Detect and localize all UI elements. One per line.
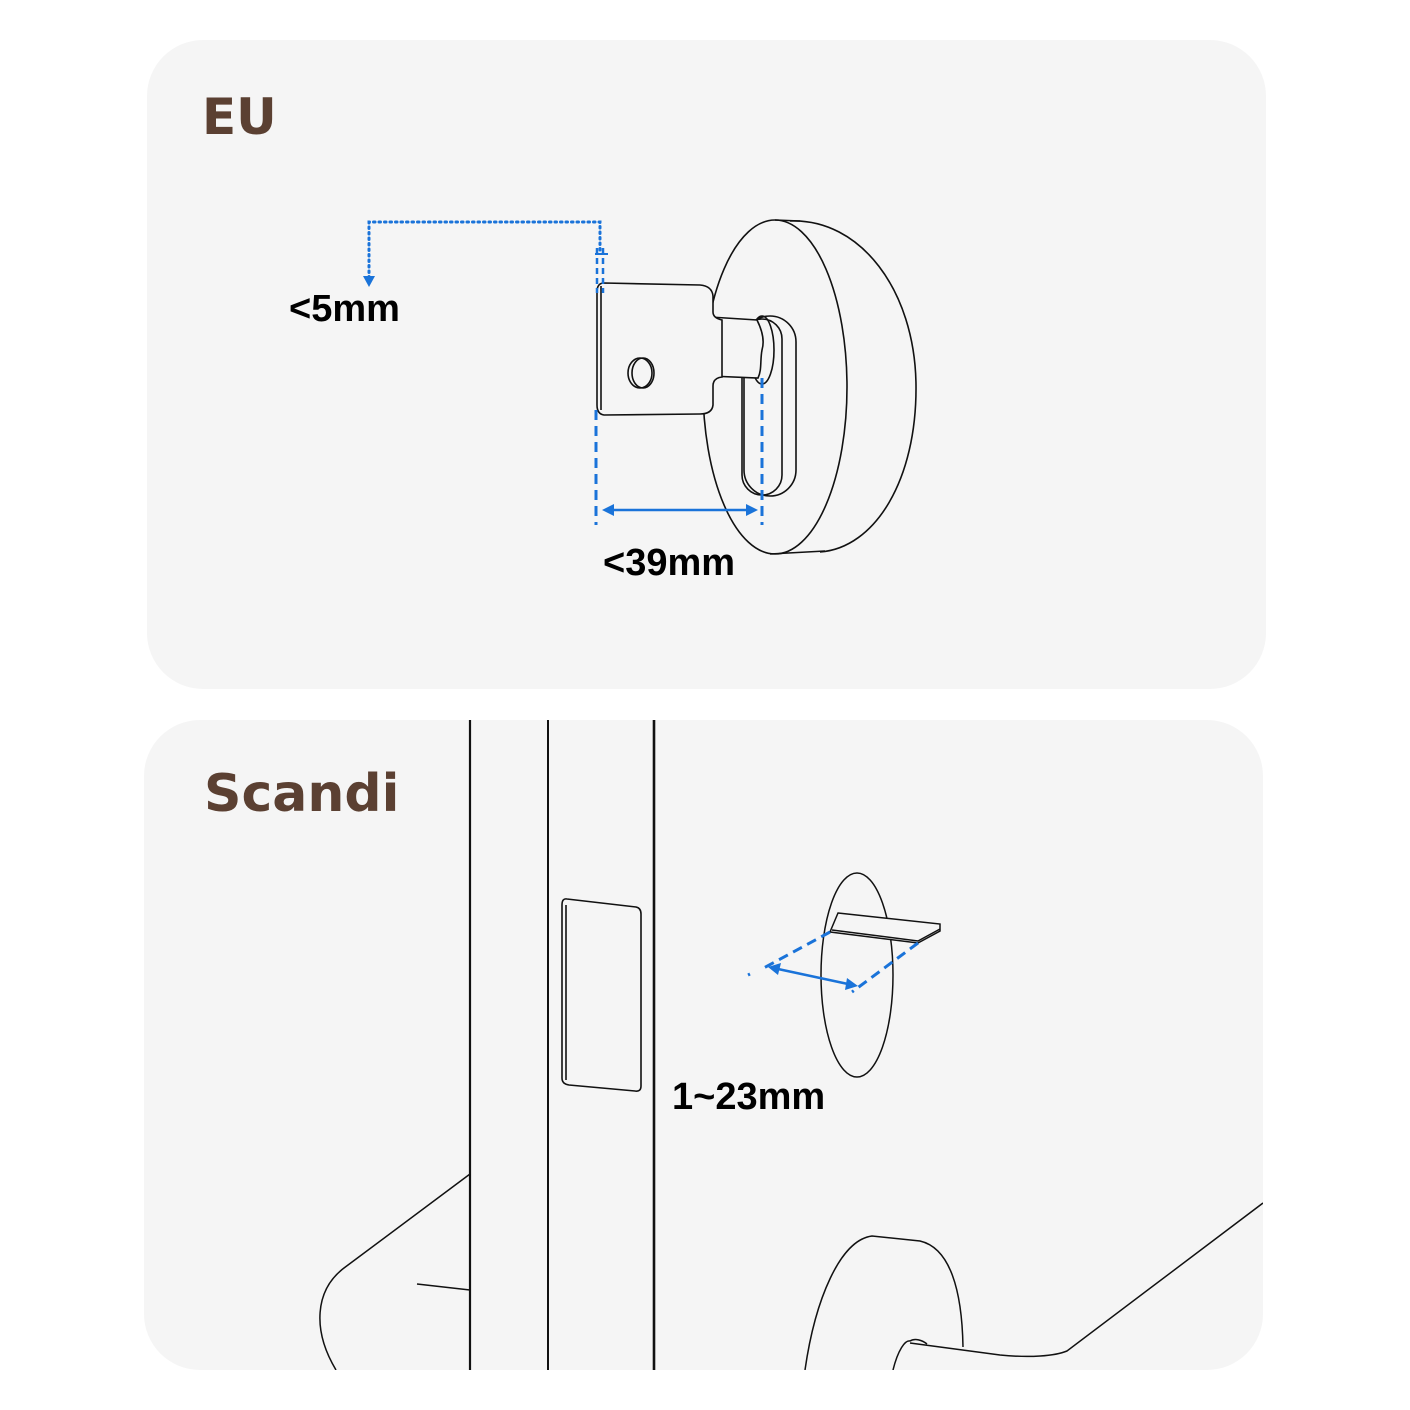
- key-length-dimension-label: <39mm: [603, 542, 736, 584]
- inside-handle-icon: [319, 1173, 471, 1370]
- eu-title: EU: [202, 88, 277, 146]
- thumb-turn-rosette-icon: [820, 872, 894, 1078]
- protrusion-dimension-leader: [363, 220, 608, 293]
- cylinder-rosette-icon: [702, 219, 917, 555]
- eu-panel: EU: [147, 40, 1266, 689]
- key-length-dimension: [594, 378, 764, 525]
- scandi-title: Scandi: [204, 764, 400, 824]
- protrusion-dimension-label: <5mm: [289, 288, 400, 330]
- outside-handle-icon: [804, 1202, 1263, 1370]
- thumb-turn-blade-icon: [828, 912, 941, 944]
- key-icon: [596, 282, 764, 416]
- eu-key-cylinder-illustration: [363, 219, 917, 555]
- blade-length-dimension-label: 1~23mm: [672, 1076, 826, 1118]
- blade-length-dimension: [747, 930, 919, 994]
- door-edge-icon: [468, 720, 656, 1370]
- scandi-door-illustration: [319, 720, 1263, 1370]
- latch-plate-icon: [561, 898, 642, 1092]
- scandi-panel: Scandi 1~23mm: [144, 720, 1263, 1370]
